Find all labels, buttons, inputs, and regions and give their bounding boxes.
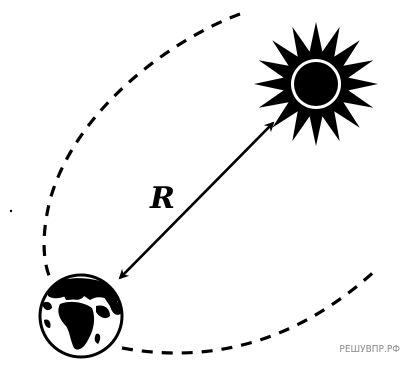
stray-dot bbox=[10, 210, 12, 212]
orbit-upper-arc bbox=[44, 14, 240, 282]
watermark: РЕШУВПР.РФ bbox=[339, 344, 400, 355]
distance-arrow bbox=[120, 123, 273, 278]
orbit-lower-arc bbox=[122, 268, 378, 353]
distance-label: R bbox=[150, 184, 175, 214]
earth-icon bbox=[40, 275, 122, 357]
sun-icon bbox=[254, 22, 378, 146]
